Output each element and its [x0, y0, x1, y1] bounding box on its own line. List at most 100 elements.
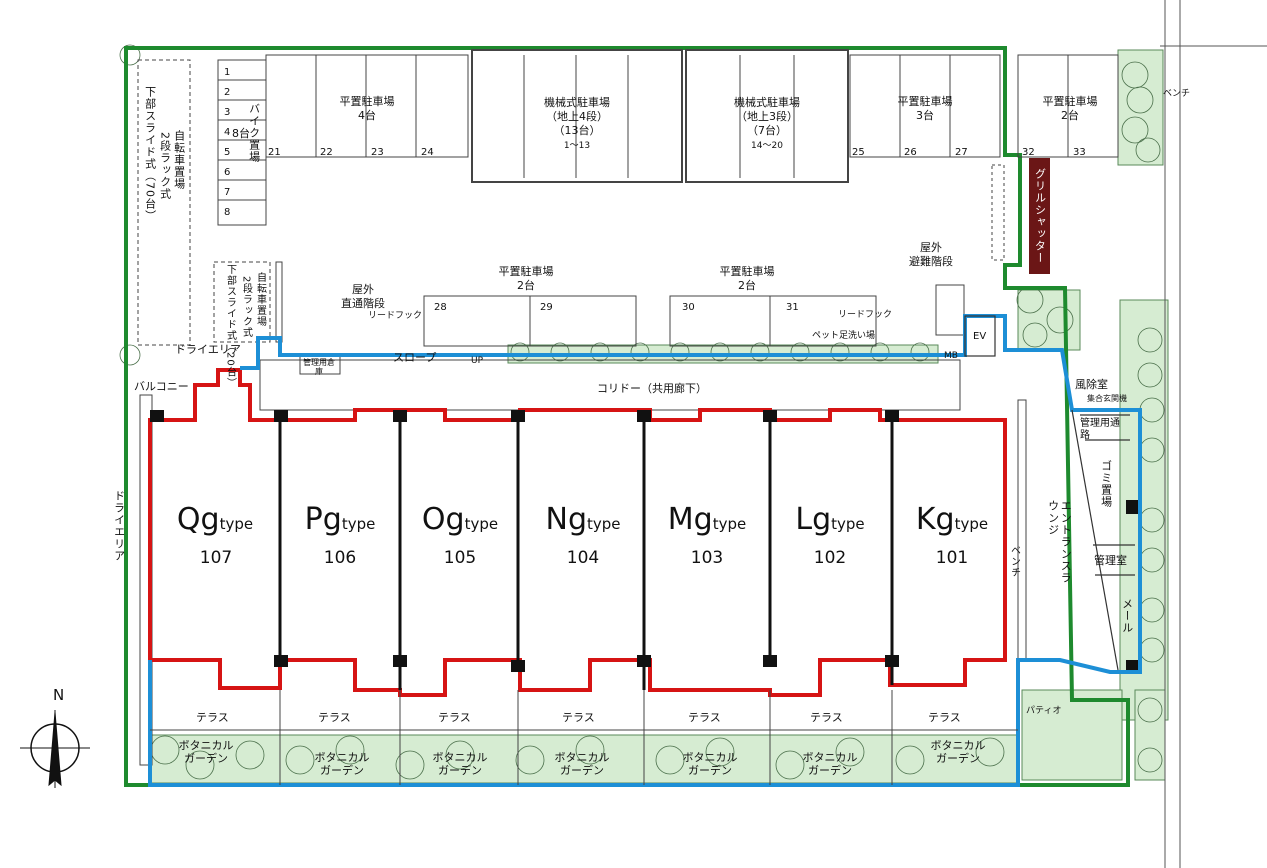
- parking-space-21: 21: [268, 147, 281, 158]
- unit-type-letter: Lg: [795, 502, 832, 537]
- mech-parking-a-range: 1～13: [563, 141, 591, 151]
- parking-space-30: 30: [682, 302, 695, 313]
- bike-slot-8: 8: [224, 207, 231, 218]
- parking-space-24: 24: [421, 147, 434, 158]
- unit-type-suffix: type: [954, 515, 989, 533]
- garbage-label: ゴミ置場: [1099, 460, 1113, 508]
- bike-slot-1: 1: [224, 67, 231, 78]
- bike-slot-5: 5: [224, 147, 231, 158]
- mech-parking-a-title: 機械式駐車場: [544, 96, 610, 109]
- unit-number-102: 102: [813, 548, 847, 568]
- mech-parking-b-count: （7台）: [747, 124, 787, 137]
- greenery: [149, 49, 1169, 784]
- garden-label-107: ボタニカルガーデン: [178, 739, 234, 765]
- unit-type-letter: Qg: [176, 502, 220, 537]
- parking-space-31: 31: [786, 302, 799, 313]
- terrace-label-101: テラス: [928, 711, 961, 724]
- evac-stairs-label: 屋外: [920, 241, 942, 254]
- parking-lot-d-count: 2台: [517, 279, 535, 292]
- parking-lot-c-count: 2台: [1061, 109, 1079, 122]
- parking-space-27: 27: [955, 147, 968, 158]
- bike-slot-3: 3: [224, 107, 231, 118]
- parking-lot-d-title: 平置駐車場: [498, 265, 554, 278]
- parking-space-28: 28: [434, 302, 447, 313]
- unit-type-103[interactable]: Mgtype: [668, 502, 746, 537]
- garden-label-102: ボタニカルガーデン: [802, 751, 858, 777]
- parking-space-29: 29: [540, 302, 553, 313]
- entrance-lounge-label: エントランスラウンジ: [1046, 500, 1073, 584]
- unit-type-102[interactable]: Lgtype: [795, 502, 864, 537]
- unit-type-106[interactable]: Pgtype: [305, 502, 376, 537]
- unit-number-106: 106: [323, 548, 357, 568]
- garden-label-103: ボタニカルガーデン: [682, 751, 738, 777]
- unit-type-letter: Ng: [545, 502, 587, 537]
- intercom-label: 集合玄関機: [1087, 394, 1127, 403]
- outdoor-stairs-label: 屋外: [352, 283, 374, 296]
- unit-number-104: 104: [566, 548, 600, 568]
- parking-lot-a-count: 4台: [358, 109, 376, 122]
- unit-type-101[interactable]: Kgtype: [916, 502, 988, 537]
- site-boundary: [124, 46, 1130, 787]
- terrace-label-104: テラス: [562, 711, 595, 724]
- lead-hook-label-2: リードフック: [838, 310, 893, 320]
- terrace-label-107: テラス: [196, 711, 229, 724]
- parking-space-33: 33: [1073, 147, 1086, 158]
- compass-north-label: N: [53, 686, 65, 704]
- mech-parking-b-levels: （地上3段）: [736, 110, 798, 123]
- parking-lot-b-title: 平置駐車場: [897, 95, 953, 108]
- garden-label-101: ボタニカルガーデン: [930, 739, 986, 765]
- mb-label: MB: [944, 351, 958, 361]
- balcony-label: バルコニー: [134, 380, 189, 393]
- unit-type-suffix: type: [712, 515, 747, 533]
- unit-type-letter: Pg: [304, 502, 342, 537]
- parking-lot-b-count: 3台: [916, 109, 934, 122]
- parking-outlines: [265, 49, 1119, 347]
- terrace-lines: [150, 690, 1018, 785]
- storage-label: 管理用倉庫: [303, 358, 335, 377]
- parking-space-32: 32: [1022, 147, 1035, 158]
- parking-lot-c-title: 平置駐車場: [1042, 95, 1098, 108]
- bicycle-small-line3: 下部スライド式（20台）: [224, 264, 236, 389]
- bike-parking-label: バイク置場: [247, 103, 261, 163]
- pet-wash-label: ペット足洗い場: [812, 331, 876, 341]
- ev-label: EV: [973, 331, 987, 342]
- parking-space-22: 22: [320, 147, 333, 158]
- bench-top-label: ベンチ: [1163, 89, 1191, 99]
- unit-type-104[interactable]: Ngtype: [546, 502, 621, 537]
- bicycle-small-line1: 自転車置場: [254, 272, 266, 327]
- garden-label-105: ボタニカルガーデン: [432, 751, 488, 777]
- unit-type-suffix: type: [341, 515, 376, 533]
- mgmt-passage-label: 管理用通路: [1080, 418, 1120, 441]
- grill-shutter: グリルシャッター: [1029, 158, 1050, 274]
- garden-label-106: ボタニカルガーデン: [314, 751, 370, 777]
- bike-parking-count: 8台: [232, 127, 250, 140]
- parking-lot-e-count: 2台: [738, 279, 756, 292]
- lead-hook-label-1: リードフック: [368, 311, 423, 321]
- windbreak-label: 風除室: [1075, 378, 1108, 391]
- mail-label: メール: [1120, 598, 1134, 634]
- mech-parking-a-count: （13台）: [553, 124, 601, 137]
- outdoor-stairs-label-2: 直通階段: [341, 297, 385, 310]
- unit-type-105[interactable]: Ogtype: [422, 502, 498, 537]
- parking-space-23: 23: [371, 147, 384, 158]
- unit-type-letter: Mg: [667, 502, 713, 537]
- parking-lot-e-title: 平置駐車場: [719, 265, 775, 278]
- road-lines: [1160, 0, 1267, 868]
- unit-type-suffix: type: [831, 515, 865, 533]
- unit-number-107: 107: [199, 548, 233, 568]
- mech-parking-b-range: 14～20: [751, 141, 783, 151]
- garden-label-104: ボタニカルガーデン: [554, 751, 610, 777]
- unit-number-103: 103: [690, 548, 724, 568]
- unit-type-letter: Kg: [915, 502, 955, 537]
- unit-type-suffix: type: [219, 515, 254, 533]
- columns: [150, 410, 1138, 674]
- corridor-label: コリドー（共用廊下）: [597, 382, 707, 395]
- unit-type-107[interactable]: Qgtype: [177, 502, 253, 537]
- bike-slot-4: 4: [224, 127, 231, 138]
- mgmt-room-label: 管理室: [1094, 554, 1127, 567]
- dry-area-top-label: ドライエリア: [175, 343, 241, 356]
- unit-walls: [278, 420, 894, 690]
- compass-icon: [20, 710, 90, 788]
- unit-number-105: 105: [443, 548, 477, 568]
- entrance-structure: [964, 315, 1135, 671]
